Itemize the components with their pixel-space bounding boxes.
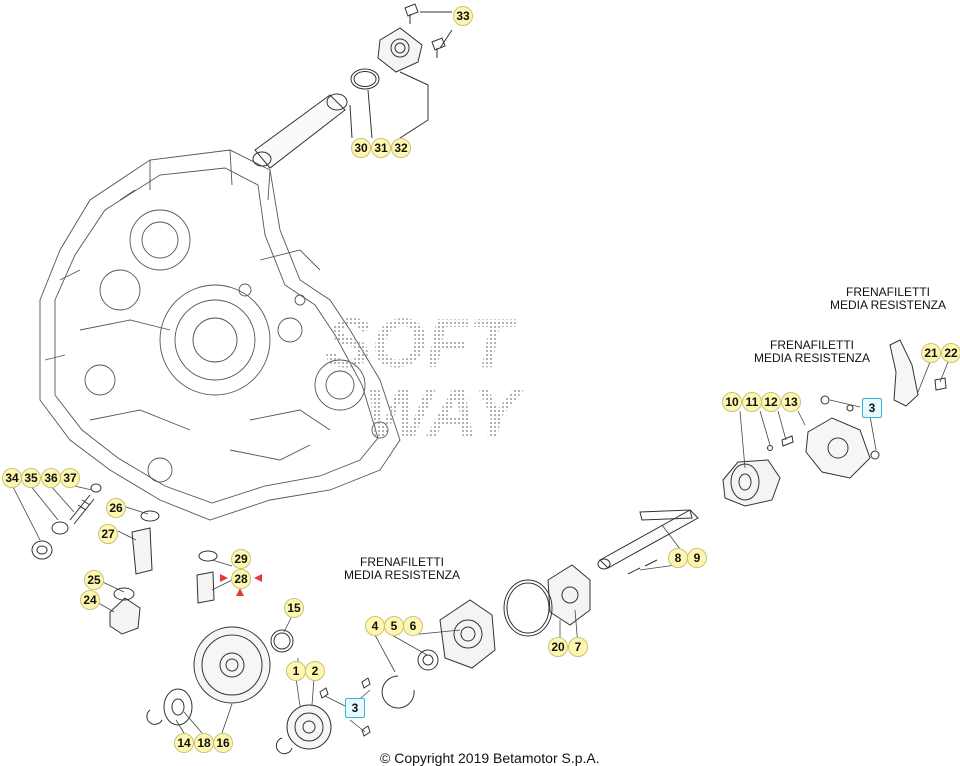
part-label-22[interactable]: 22 bbox=[941, 343, 960, 363]
part-label-3[interactable]: 3 bbox=[862, 398, 882, 418]
part-label-9[interactable]: 9 bbox=[687, 548, 707, 568]
part-label-32[interactable]: 32 bbox=[391, 138, 411, 158]
part-label-36[interactable]: 36 bbox=[41, 468, 61, 488]
part-label-2[interactable]: 2 bbox=[305, 661, 325, 681]
part-label-27[interactable]: 27 bbox=[98, 524, 118, 544]
svg-text:SOFT: SOFT bbox=[325, 305, 517, 382]
part-label-33[interactable]: 33 bbox=[453, 6, 473, 26]
part-label-37[interactable]: 37 bbox=[60, 468, 80, 488]
oil-pump-drawing bbox=[319, 339, 947, 737]
part-label-31[interactable]: 31 bbox=[371, 138, 391, 158]
part-label-11[interactable]: 11 bbox=[742, 392, 762, 412]
oil-tube-drawing bbox=[252, 3, 453, 169]
part-label-20[interactable]: 20 bbox=[548, 637, 568, 657]
part-label-18[interactable]: 18 bbox=[194, 733, 214, 753]
part-label-13[interactable]: 13 bbox=[781, 392, 801, 412]
softway-watermark: SOFT WAY bbox=[325, 305, 525, 445]
part-label-21[interactable]: 21 bbox=[921, 343, 941, 363]
part-label-7[interactable]: 7 bbox=[568, 637, 588, 657]
part-label-35[interactable]: 35 bbox=[21, 468, 41, 488]
copyright-text: © Copyright 2019 Betamotor S.p.A. bbox=[380, 750, 600, 766]
part-label-12[interactable]: 12 bbox=[761, 392, 781, 412]
part-label-29[interactable]: 29 bbox=[231, 549, 251, 569]
part-label-24[interactable]: 24 bbox=[80, 590, 100, 610]
part-label-16[interactable]: 16 bbox=[213, 733, 233, 753]
svg-text:WAY: WAY bbox=[365, 374, 525, 445]
part-label-15[interactable]: 15 bbox=[284, 598, 304, 618]
part-label-10[interactable]: 10 bbox=[722, 392, 742, 412]
part-label-3-lower[interactable]: 3 bbox=[345, 698, 365, 718]
leader-lines bbox=[11, 361, 949, 734]
part-label-14[interactable]: 14 bbox=[174, 733, 194, 753]
gear-drawing bbox=[146, 626, 332, 755]
part-label-8[interactable]: 8 bbox=[668, 548, 688, 568]
part-label-1[interactable]: 1 bbox=[286, 661, 306, 681]
part-label-6[interactable]: 6 bbox=[403, 616, 423, 636]
part-label-26[interactable]: 26 bbox=[106, 498, 126, 518]
part-label-34[interactable]: 34 bbox=[2, 468, 22, 488]
part-label-5[interactable]: 5 bbox=[384, 616, 404, 636]
left-small-parts-drawing bbox=[31, 483, 218, 635]
part-label-28[interactable]: 28 bbox=[231, 569, 251, 589]
crankcase-drawing bbox=[39, 149, 401, 521]
part-label-30[interactable]: 30 bbox=[351, 138, 371, 158]
part-label-4[interactable]: 4 bbox=[365, 616, 385, 636]
part-label-25[interactable]: 25 bbox=[84, 570, 104, 590]
